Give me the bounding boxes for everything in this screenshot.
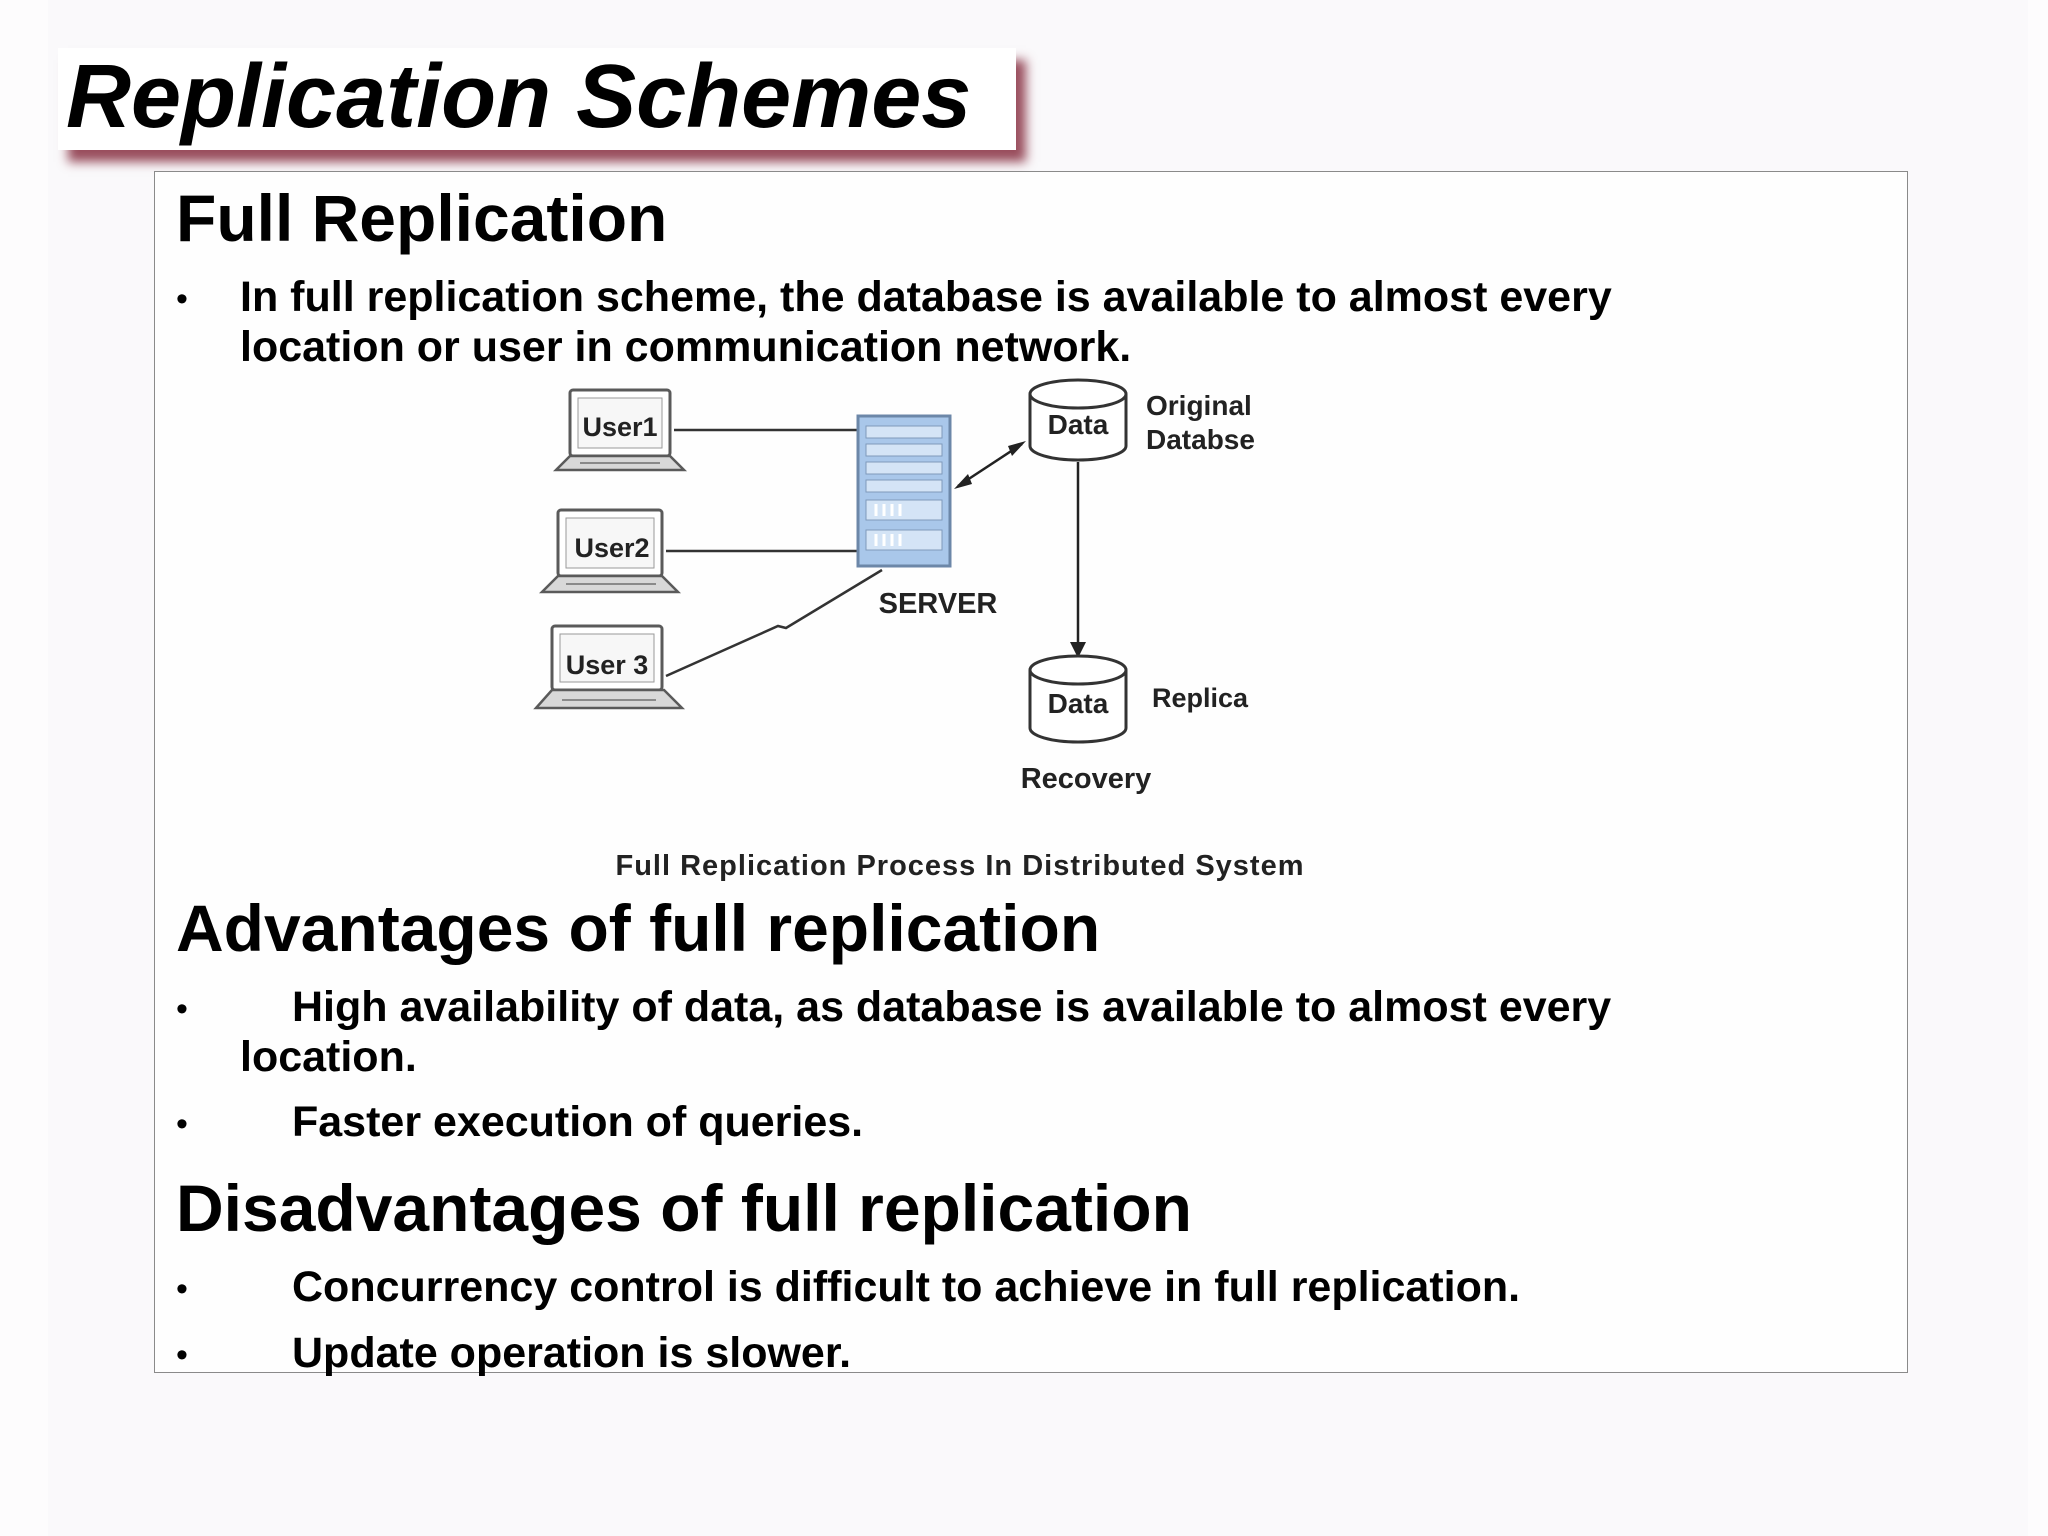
bullet-marker: • xyxy=(176,1270,188,1308)
content-box xyxy=(154,171,1908,1373)
original-database-icon xyxy=(1028,378,1128,462)
recovery-label: Recovery xyxy=(1021,763,1152,795)
user1-label: User1 xyxy=(582,412,657,442)
original-caption-line1: Original xyxy=(1146,390,1252,421)
full-replication-bullet-line2: location or user in communication networ… xyxy=(240,323,1132,371)
replication-arrowhead xyxy=(1070,642,1086,658)
server-icon xyxy=(856,414,952,568)
bullet-marker: • xyxy=(176,1336,188,1374)
original-caption-line2: Databse xyxy=(1146,424,1255,455)
laptop-user2-icon xyxy=(538,508,682,594)
replica-database-icon xyxy=(1028,654,1128,744)
advantages-heading: Advantages of full replication xyxy=(176,891,1101,965)
bullet-marker: • xyxy=(176,990,188,1028)
slide-title: Replication Schemes xyxy=(66,47,972,147)
replica-caption: Replica xyxy=(1152,683,1249,713)
disadvantage-item-1: Concurrency control is difficult to achi… xyxy=(292,1263,1521,1311)
user3-connection xyxy=(665,568,883,678)
user2-label: User2 xyxy=(574,533,649,563)
title-banner xyxy=(58,48,1016,150)
full-replication-bullet-line1: In full replication scheme, the database… xyxy=(240,273,1612,321)
full-replication-heading: Full Replication xyxy=(176,181,668,255)
laptop-user3-icon xyxy=(533,624,686,710)
arrowhead-server xyxy=(954,474,972,489)
bullet-marker: • xyxy=(176,1105,188,1143)
advantage-item-1-line1: High availability of data, as database i… xyxy=(292,983,1612,1031)
advantage-item-2: Faster execution of queries. xyxy=(292,1098,864,1146)
bullet-marker: • xyxy=(176,280,188,318)
full-replication-diagram: User1 User2 User 3 SERVER xyxy=(533,378,1305,882)
user3-label: User 3 xyxy=(566,650,649,680)
disadvantage-item-2: Update operation is slower. xyxy=(292,1329,852,1377)
server-label: SERVER xyxy=(879,588,998,620)
laptop-user1-icon xyxy=(552,388,688,472)
arrowhead-db xyxy=(1008,441,1026,456)
original-db-text: Data xyxy=(1048,409,1109,440)
advantage-item-1-line2: location. xyxy=(240,1033,417,1081)
replica-db-text: Data xyxy=(1048,688,1109,719)
disadvantages-heading: Disadvantages of full replication xyxy=(176,1171,1192,1245)
diagram-caption: Full Replication Process In Distributed … xyxy=(616,850,1305,882)
